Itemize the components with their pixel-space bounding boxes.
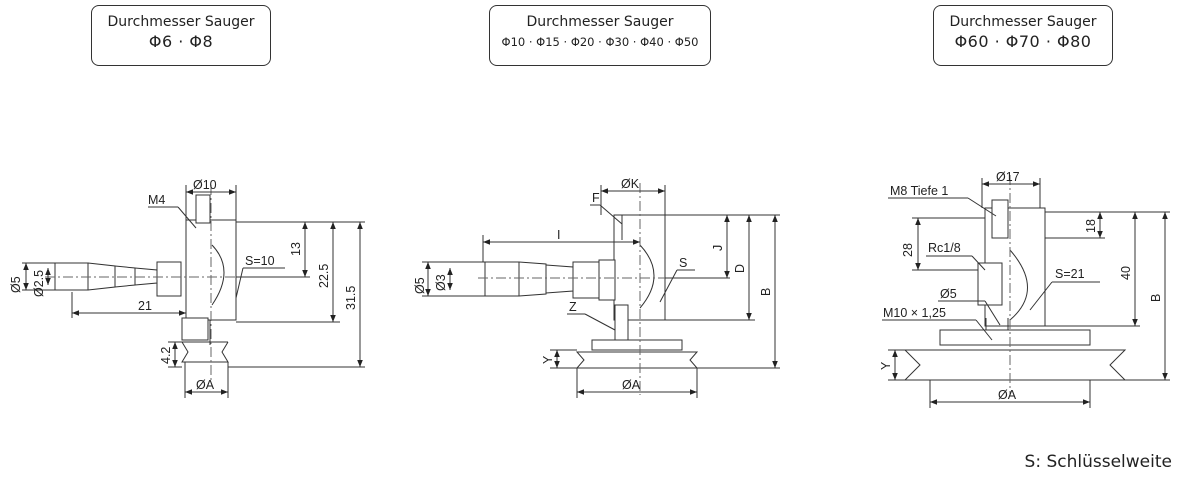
d1-cup-height: 4.2 — [159, 347, 173, 364]
d3-dim-40: 40 — [1119, 266, 1133, 280]
d2-dim-b: B — [759, 288, 773, 296]
d1-thread: M4 — [148, 193, 165, 207]
header-diameters: Φ10 · Φ15 · Φ20 · Φ30 · Φ40 · Φ50 — [501, 35, 699, 49]
d3-dim-b: B — [1149, 294, 1163, 302]
d3-small-dia: Ø5 — [940, 287, 957, 301]
d2-dim-i: I — [557, 228, 560, 242]
d3-dim-28: 28 — [901, 243, 915, 257]
header-box-1: Durchmesser Sauger Φ6 · Φ8 — [91, 5, 271, 66]
header-diameters: Φ60 · Φ70 · Φ80 — [954, 32, 1092, 51]
d2-outer-dia: Ø5 — [413, 277, 427, 294]
d2-dim-y: Y — [541, 355, 555, 364]
d2-cup-dia: ØA — [622, 378, 641, 392]
d1-outer-dia: Ø5 — [9, 276, 23, 293]
d2-label-z: Z — [569, 300, 577, 314]
d3-top-dia: Ø17 — [996, 170, 1020, 184]
drawing-3 — [882, 175, 1170, 408]
header-title: Durchmesser Sauger — [526, 14, 674, 30]
d2-dim-d: D — [733, 264, 747, 273]
d3-thread-bottom: M10 × 1,25 — [883, 306, 946, 320]
d1-cup-dia: ØA — [196, 378, 215, 392]
header-box-2: Durchmesser Sauger Φ10 · Φ15 · Φ20 · Φ30… — [489, 5, 711, 66]
d3-dim-18: 18 — [1084, 219, 1098, 233]
d2-top-dia: ØK — [621, 177, 640, 191]
drawing-2 — [422, 183, 780, 398]
d2-dim-j: J — [711, 245, 725, 251]
header-title: Durchmesser Sauger — [949, 14, 1097, 30]
drawing-1 — [22, 185, 365, 398]
header-diameters: Φ6 · Φ8 — [148, 32, 214, 51]
d3-port: Rc1/8 — [928, 241, 961, 255]
d3-dim-y: Y — [879, 361, 893, 370]
header-box-3: Durchmesser Sauger Φ60 · Φ70 · Φ80 — [933, 5, 1113, 66]
d3-cup-dia: ØA — [998, 388, 1017, 402]
d1-dim-total: 31.5 — [344, 286, 358, 310]
d2-label-f: F — [592, 191, 600, 205]
d1-top-dia: Ø10 — [193, 178, 217, 192]
d1-wrench: S=10 — [245, 254, 275, 268]
d3-thread-top: M8 Tiefe 1 — [890, 184, 948, 198]
d1-dim-top: 13 — [289, 242, 303, 256]
d2-inner-dia: Ø3 — [434, 274, 448, 291]
d1-dim-mid: 22.5 — [317, 264, 331, 288]
header-title: Durchmesser Sauger — [107, 14, 255, 30]
d2-wrench: S — [679, 256, 687, 270]
wrench-size-legend: S: Schlüsselweite — [1024, 452, 1172, 472]
d1-hose-length: 21 — [138, 299, 152, 313]
d3-wrench: S=21 — [1055, 267, 1085, 281]
d1-inner-dia: Ø2.5 — [32, 270, 46, 297]
